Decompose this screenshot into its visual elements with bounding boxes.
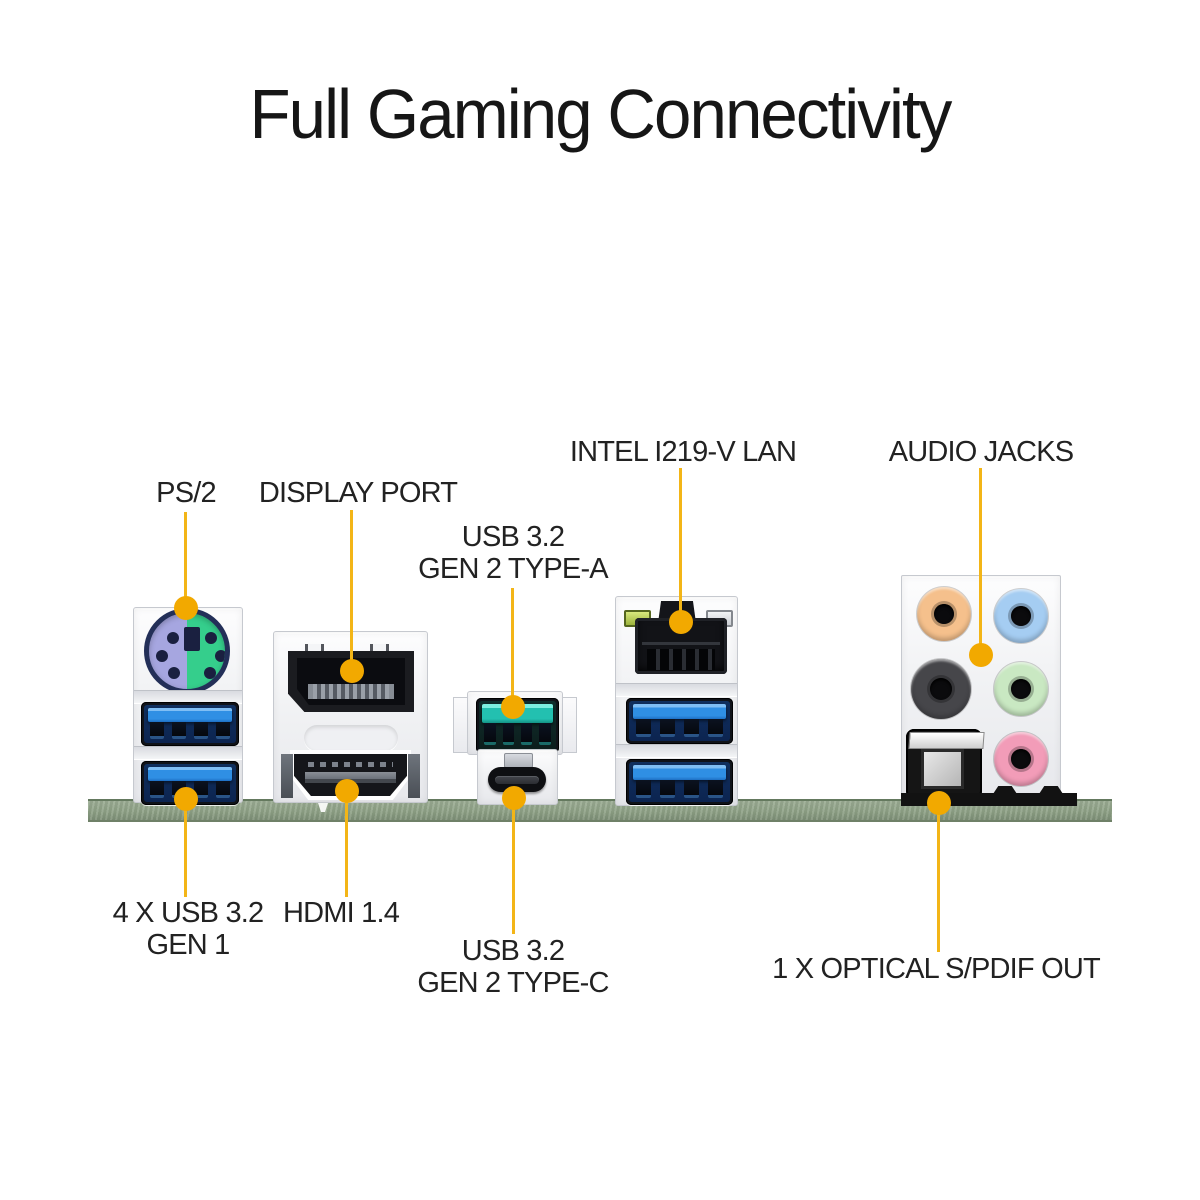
usb-3-2-gen1-port	[626, 759, 733, 805]
label-hdmi: HDMI 1.4	[282, 897, 400, 929]
label-display-port: DISPLAY PORT	[258, 477, 458, 509]
label-usb32-gen1: 4 X USB 3.2 GEN 1	[112, 897, 265, 962]
label-optical-spdif: 1 X OPTICAL S/PDIF OUT	[772, 953, 1101, 985]
housing-indent	[304, 725, 398, 751]
optical-flap	[908, 731, 985, 750]
usb-tongue	[147, 707, 233, 723]
callout-line-hdmi	[345, 791, 348, 897]
callout-dot-usb-gen1	[174, 787, 198, 811]
callout-line-optical	[937, 803, 940, 952]
housing-groove	[616, 744, 737, 758]
io-block-ps2-usb	[133, 607, 243, 805]
usb-pins	[150, 722, 230, 739]
pcb-silkscreen-mark	[318, 803, 328, 812]
audio-jack-green	[994, 662, 1048, 716]
usb-tongue	[147, 766, 233, 782]
ps2-port	[144, 608, 230, 694]
label-line: USB 3.2	[461, 521, 565, 553]
label-usb32-gen2-type-c: USB 3.2 GEN 2 TYPE-C	[417, 935, 609, 1000]
hdmi-contacts	[305, 772, 396, 780]
callout-dot-lan	[669, 610, 693, 634]
usb-c-cage	[504, 753, 533, 768]
callout-line-audio	[979, 468, 982, 655]
usb-pins	[484, 723, 551, 745]
label-line: GEN 2 TYPE-C	[417, 966, 609, 999]
usb-tongue	[633, 703, 726, 719]
optical-spdif-port	[906, 729, 985, 799]
usb-cavity	[144, 705, 236, 743]
callout-dot-optical	[927, 791, 951, 815]
label-line: GEN 2 TYPE-A	[418, 552, 609, 585]
callout-dot-usb-type-a	[501, 695, 525, 719]
usb-tongue	[633, 764, 726, 780]
usb-3-2-gen1-port	[141, 702, 239, 746]
callout-line-display-port	[350, 510, 353, 671]
hdmi-bracket	[408, 754, 420, 798]
optical-door	[921, 749, 964, 790]
label-usb32-gen2-type-a: USB 3.2 GEN 2 TYPE-A	[418, 521, 609, 586]
callout-line-usb-gen1	[184, 799, 187, 897]
usb-pins	[636, 719, 723, 737]
audio-jack-blue	[994, 589, 1048, 643]
hdmi-port	[290, 750, 411, 800]
label-intel-lan: INTEL I219-V LAN	[569, 436, 797, 468]
io-block-lan-usb	[615, 596, 738, 806]
usb-cavity	[629, 762, 730, 802]
callout-dot-display-port	[340, 659, 364, 683]
callout-dot-usb-type-c	[502, 786, 526, 810]
callout-line-lan	[679, 468, 682, 622]
usb-3-2-gen1-port	[626, 698, 733, 744]
hdmi-bracket	[281, 754, 293, 798]
usb-cavity	[629, 701, 730, 741]
audio-jack-black	[911, 659, 971, 719]
callout-line-ps2	[184, 512, 187, 608]
audio-jack-pink	[994, 732, 1048, 786]
housing-groove	[134, 746, 242, 760]
displayport-contacts	[307, 683, 395, 699]
hdmi-pins	[307, 761, 394, 767]
callout-dot-hdmi	[335, 779, 359, 803]
label-ps2: PS/2	[156, 477, 216, 509]
rj45-pins	[646, 648, 716, 671]
callout-dot-ps2	[174, 596, 198, 620]
housing-groove	[616, 683, 737, 697]
page-title: Full Gaming Connectivity	[249, 75, 953, 153]
callout-dot-audio	[969, 643, 993, 667]
label-line: 4 X USB 3.2	[112, 897, 265, 929]
usb-pins	[636, 780, 723, 798]
label-audio-jacks: AUDIO JACKS	[888, 436, 1074, 468]
pcb-edge-strip	[88, 799, 1112, 822]
callout-line-usb-type-c	[512, 798, 515, 934]
label-line: USB 3.2	[461, 935, 565, 967]
audio-jack-orange	[917, 587, 971, 641]
callout-line-usb-type-a	[511, 588, 514, 707]
label-line: GEN 1	[146, 928, 230, 961]
